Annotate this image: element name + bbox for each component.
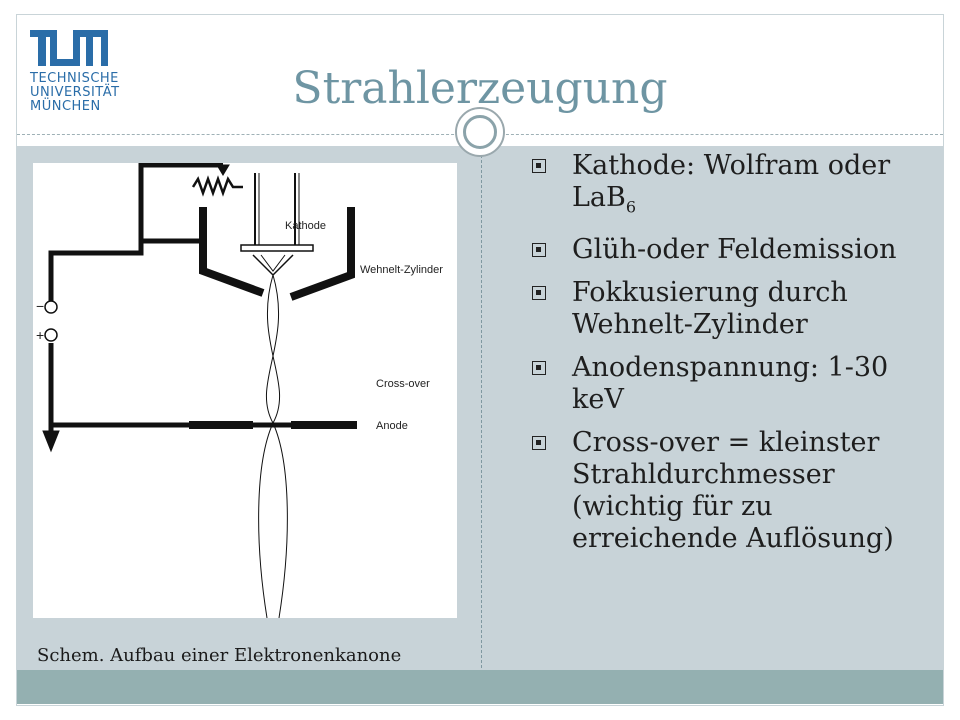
- plus-terminal: [44, 328, 58, 342]
- logo-line-2: UNIVERSITÄT: [30, 85, 120, 100]
- bullet-item: Cross-over = kleinster Strahldurchmesser…: [532, 427, 932, 555]
- square-bullet-icon: [532, 159, 546, 173]
- minus-terminal: [44, 300, 58, 314]
- square-bullet-icon: [532, 436, 546, 451]
- cathode-filament-2: [260, 254, 286, 272]
- slide-frame: [16, 14, 944, 706]
- wire-top: [138, 162, 223, 243]
- wire-left-lower: [48, 343, 333, 428]
- label-crossover: Cross-over: [376, 378, 430, 390]
- label-wehnelt: Wehnelt-Zylinder: [360, 264, 443, 276]
- footer-bar: [17, 670, 943, 704]
- figure-caption: Schem. Aufbau einer Elektronenkanone: [37, 645, 402, 666]
- logo-line-1: TECHNISCHE: [30, 71, 119, 86]
- square-bullet-icon: [532, 286, 546, 301]
- tum-logo: TECHNISCHE UNIVERSITÄT MÜNCHEN: [30, 30, 120, 125]
- diagram-svg: Kathode Wehnelt-Zylinder Cross-over Anod…: [36, 162, 443, 619]
- electron-gun-diagram: Kathode Wehnelt-Zylinder Cross-over Anod…: [33, 162, 457, 619]
- bullet-item: Kathode: Wolfram oder LaB6: [532, 150, 932, 223]
- label-anode: Anode: [376, 420, 408, 432]
- cathode-plate: [240, 244, 314, 252]
- bullet-list: Kathode: Wolfram oder LaB6 Glüh-oder Fel…: [532, 150, 932, 566]
- ground-arrow-icon: [42, 430, 60, 453]
- bullet-item: Anodenspannung: 1-30 keV: [532, 352, 932, 416]
- tum-logo-text: TECHNISCHE UNIVERSITÄT MÜNCHEN: [30, 72, 120, 114]
- resistor-arrow-icon: [216, 164, 230, 176]
- resistor-icon: [191, 175, 243, 197]
- beam-right-path: [265, 274, 288, 619]
- bullet-text: Kathode: Wolfram oder LaB: [572, 150, 891, 213]
- label-plus: +: [36, 327, 44, 343]
- label-kathode: Kathode: [285, 220, 326, 232]
- wehnelt-right: [289, 207, 355, 301]
- bullet-text: Cross-over = kleinster Strahldurchmesser…: [572, 427, 894, 555]
- divider-circle-ornament: [455, 107, 505, 157]
- bullet-text: Anodenspannung: 1-30 keV: [572, 352, 889, 416]
- beam-left-path: [258, 274, 281, 619]
- slide-title: Strahlerzeugung: [292, 63, 668, 114]
- tum-logo-mark: [30, 30, 108, 66]
- bullet-item: Glüh-oder Feldemission: [532, 234, 932, 266]
- label-minus: −: [36, 298, 44, 314]
- logo-line-3: MÜNCHEN: [30, 99, 101, 114]
- bullet-subscript: 6: [625, 197, 637, 217]
- column-divider: [481, 150, 482, 668]
- bullet-item: Fokkusierung durch Wehnelt-Zylinder: [532, 277, 932, 341]
- wire-left: [48, 241, 144, 301]
- square-bullet-icon: [532, 243, 546, 258]
- wehnelt-left: [199, 207, 265, 297]
- square-bullet-icon: [532, 361, 546, 376]
- cathode-filament: [252, 254, 294, 277]
- bullet-text: Glüh-oder Feldemission: [572, 234, 897, 266]
- bullet-text: Fokkusierung durch Wehnelt-Zylinder: [572, 277, 848, 341]
